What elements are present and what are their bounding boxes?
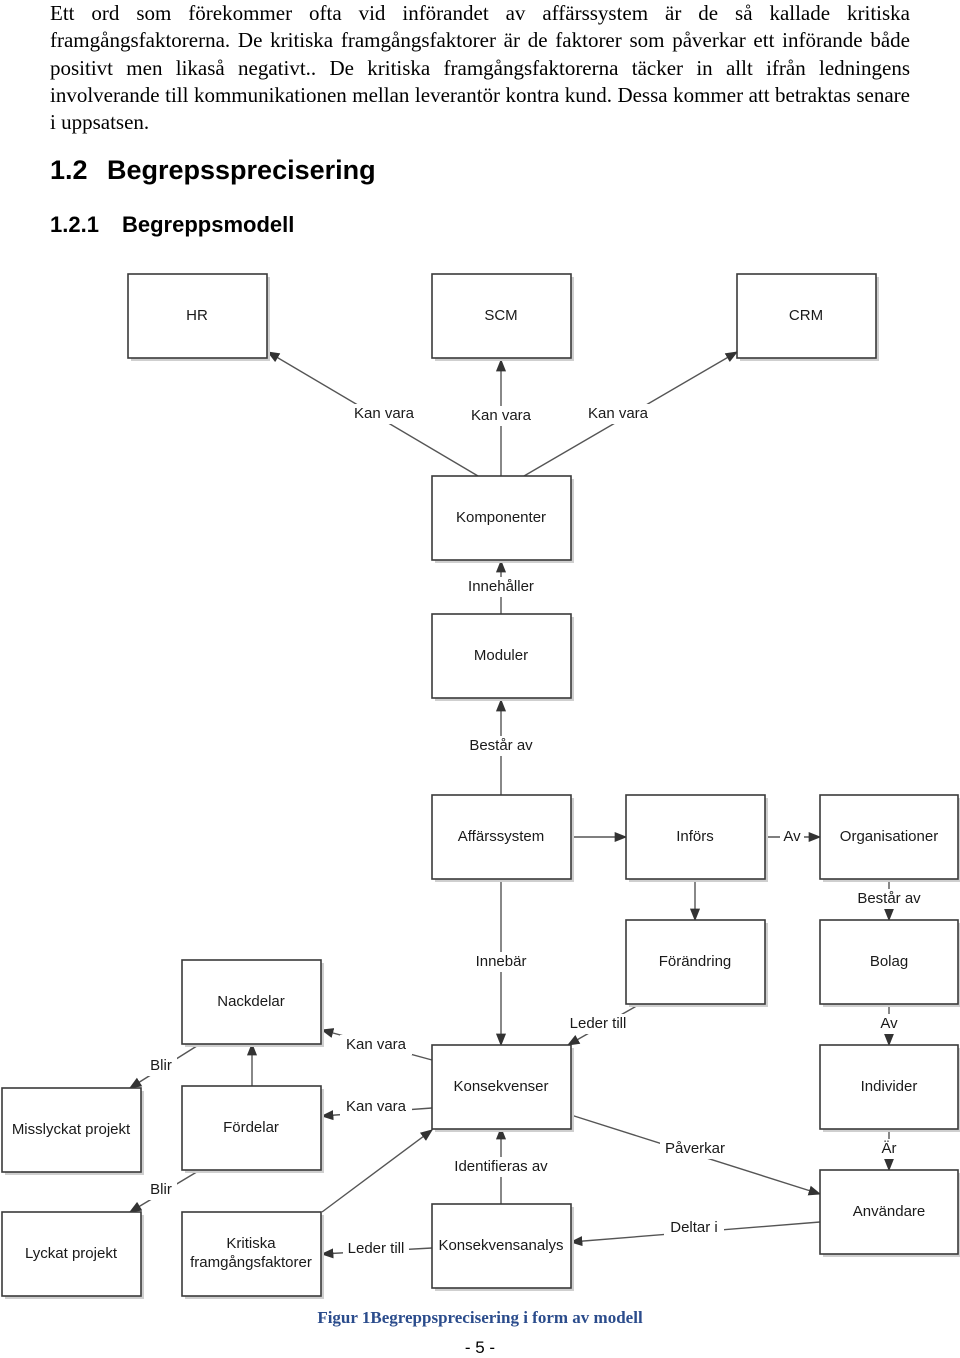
- node-hr: HR: [127, 273, 270, 361]
- node-crm-label: CRM: [789, 307, 823, 324]
- node-konsekvenser: Konsekvenser: [431, 1044, 574, 1132]
- subsection-number: 1.2.1: [50, 212, 99, 237]
- node-organisationer: Organisationer: [819, 794, 960, 882]
- node-forandring: Förändring: [625, 919, 768, 1007]
- edge-label-paverkar: Påverkar: [665, 1140, 725, 1157]
- node-anvandare-label: Användare: [853, 1203, 926, 1220]
- node-fordelar-label: Fördelar: [223, 1119, 279, 1136]
- edge-label-av: Av: [783, 828, 801, 845]
- node-lyckat-projekt: Lyckat projekt: [1, 1211, 144, 1299]
- edge-label-innebar: Innebär: [476, 953, 527, 970]
- node-hr-label: HR: [186, 307, 208, 324]
- node-konsekvensanalys-label: Konsekvensanalys: [438, 1237, 563, 1254]
- node-lyckat-label: Lyckat projekt: [25, 1245, 118, 1262]
- node-konsekvenser-label: Konsekvenser: [453, 1078, 548, 1095]
- edge-label-innehaller: Innehåller: [468, 578, 534, 595]
- node-kritiska-label-1: Kritiska: [226, 1235, 276, 1252]
- node-komponenter: Komponenter: [431, 475, 574, 563]
- edge-label-kan-vara-hr: Kan vara: [354, 405, 415, 422]
- node-misslyckat-projekt: Misslyckat projekt: [1, 1087, 144, 1175]
- edge-label-ar: Är: [882, 1140, 897, 1157]
- node-misslyckat-label: Misslyckat projekt: [12, 1121, 131, 1138]
- page-number: - 5 -: [464, 1338, 496, 1357]
- line-kritiska-konsekvenser: [321, 1129, 434, 1213]
- node-komponenter-label: Komponenter: [456, 509, 546, 526]
- edge-label-kan-vara-fordelar: Kan vara: [346, 1098, 407, 1115]
- edge-label-leder-till-forandring: Leder till: [570, 1015, 627, 1032]
- node-moduler: Moduler: [431, 613, 574, 701]
- node-scm-label: SCM: [484, 307, 517, 324]
- node-forandring-label: Förändring: [659, 953, 732, 970]
- node-kritiska-framgangsfaktorer: Kritiska framgångsfaktorer: [181, 1211, 324, 1299]
- edge-label-bestar-av-org: Består av: [857, 890, 921, 907]
- edge-label-av-bolag: Av: [880, 1015, 898, 1032]
- edge-labels: Kan vara Kan vara Kan vara Innehåller Be…: [145, 404, 926, 1259]
- edge-label-deltar-i: Deltar i: [670, 1219, 718, 1236]
- edge-label-kan-vara-scm: Kan vara: [471, 407, 532, 424]
- node-konsekvensanalys: Konsekvensanalys: [431, 1203, 574, 1291]
- edge-label-bestar-av-moduler: Består av: [469, 737, 533, 754]
- node-affarssystem: Affärssystem: [431, 794, 574, 882]
- node-nackdelar-label: Nackdelar: [217, 993, 285, 1010]
- node-moduler-label: Moduler: [474, 647, 528, 664]
- node-organisationer-label: Organisationer: [840, 828, 938, 845]
- node-fordelar: Fördelar: [181, 1085, 324, 1173]
- edge-label-blir-lyckat: Blir: [150, 1181, 172, 1198]
- intro-paragraph: Ett ord som förekommer ofta vid införand…: [50, 1, 910, 135]
- node-bolag: Bolag: [819, 919, 960, 1007]
- node-anvandare: Användare: [819, 1169, 960, 1257]
- node-affarssystem-label: Affärssystem: [458, 828, 544, 845]
- edge-label-leder-till-kritiska: Leder till: [348, 1240, 405, 1257]
- edge-label-identifieras-av: Identifieras av: [454, 1158, 548, 1175]
- subsection-title: Begreppsmodell: [122, 212, 295, 237]
- node-nackdelar: Nackdelar: [181, 959, 324, 1047]
- section-number: 1.2: [50, 155, 88, 185]
- node-infors: Införs: [625, 794, 768, 882]
- edge-label-kan-vara-nackdelar: Kan vara: [346, 1036, 407, 1053]
- node-bolag-label: Bolag: [870, 953, 908, 970]
- node-infors-label: Införs: [676, 828, 714, 845]
- subsection-heading: 1.2.1 Begreppsmodell: [50, 212, 294, 238]
- nodes: HR SCM CRM Komponenter Moduler Affärssys…: [1, 273, 960, 1299]
- figure-caption: Figur 1Begreppsprecisering i form av mod…: [317, 1308, 643, 1327]
- node-individer-label: Individer: [861, 1078, 918, 1095]
- section-title: Begrepssprecisering: [107, 155, 376, 185]
- node-kritiska-label-2: framgångsfaktorer: [190, 1254, 312, 1271]
- node-scm: SCM: [431, 273, 574, 361]
- node-individer: Individer: [819, 1044, 960, 1132]
- section-heading: 1.2 Begrepssprecisering: [50, 155, 376, 186]
- edge-label-kan-vara-crm: Kan vara: [588, 405, 649, 422]
- node-crm: CRM: [736, 273, 879, 361]
- edge-label-blir-misslyckat: Blir: [150, 1057, 172, 1074]
